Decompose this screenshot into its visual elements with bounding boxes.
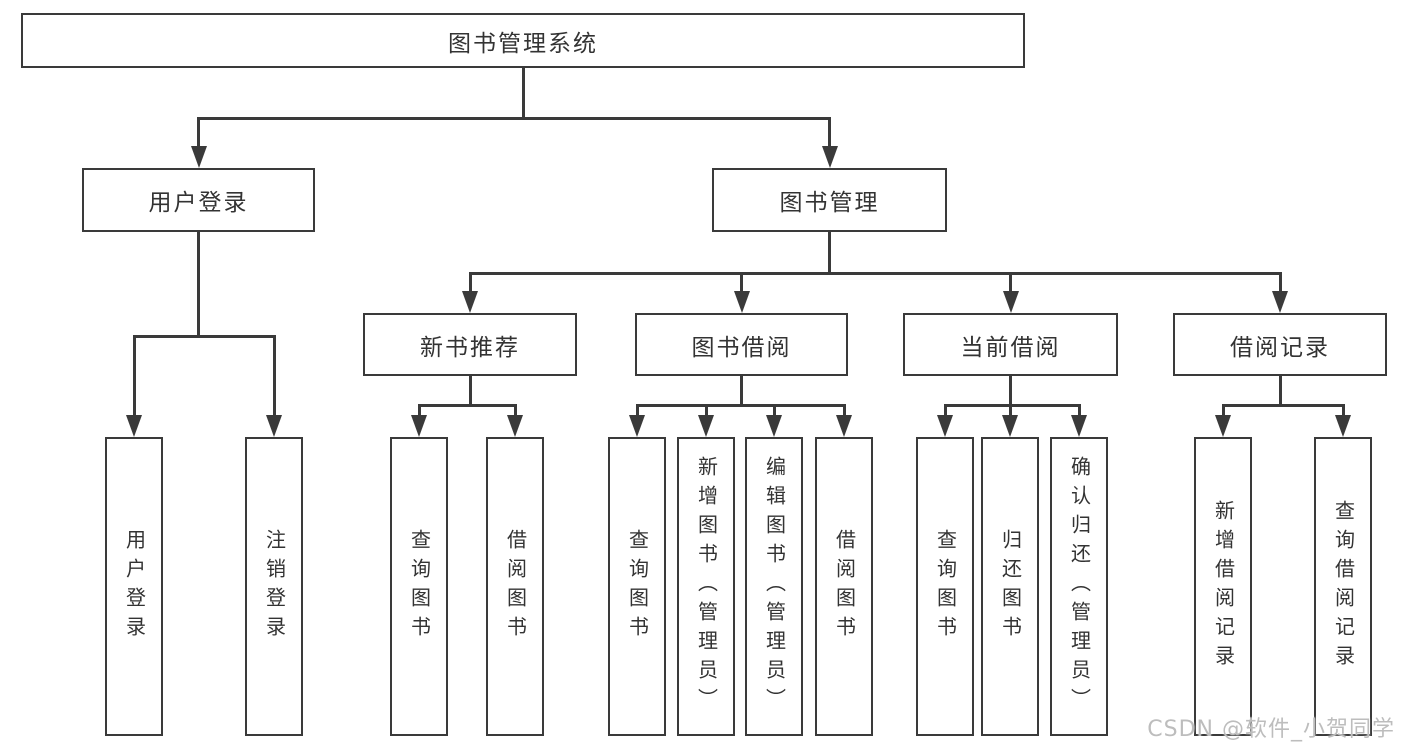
connector-line: [468, 374, 472, 406]
connector-line: [1341, 404, 1345, 420]
arrow-down-icon: [1335, 415, 1351, 437]
leaf-query-books-current: 查询图书: [916, 437, 974, 736]
arrow-down-icon: [698, 415, 714, 437]
leaf-add-borrow-record: 新增借阅记录: [1194, 437, 1252, 736]
node-current-borrow: 当前借阅: [903, 313, 1118, 376]
node-label: 查询图书: [933, 528, 958, 645]
connector-line: [1008, 404, 1012, 420]
node-label: 新增图书（管理员）: [694, 456, 719, 717]
arrow-down-icon: [1215, 415, 1231, 437]
node-label: 查询图书: [625, 528, 650, 645]
node-label: 借阅图书: [832, 528, 857, 645]
connector-line: [132, 335, 136, 420]
arrow-down-icon: [766, 415, 782, 437]
connector-line: [1278, 272, 1282, 294]
connector-line: [1278, 374, 1282, 406]
connector-line: [828, 231, 831, 275]
node-label: 查询图书: [407, 528, 432, 645]
arrow-down-icon: [821, 146, 838, 168]
connector-line: [704, 404, 708, 420]
leaf-edit-book-admin: 编辑图书（管理员）: [745, 437, 803, 736]
connector-line: [1077, 404, 1081, 420]
leaf-query-books-borrow: 查询图书: [608, 437, 666, 736]
node-library-system: 图书管理系统: [21, 13, 1025, 68]
connector-line: [468, 272, 472, 294]
leaf-add-book-admin: 新增图书（管理员）: [677, 437, 735, 736]
arrow-down-icon: [507, 415, 523, 437]
connector-line: [1009, 272, 1012, 294]
connector-line: [272, 335, 276, 420]
node-label: 新书推荐: [420, 334, 520, 361]
node-book-borrow: 图书借阅: [635, 313, 848, 376]
arrow-down-icon: [1071, 415, 1087, 437]
node-borrow-records: 借阅记录: [1173, 313, 1387, 376]
arrow-down-icon: [411, 415, 427, 437]
connector-line: [468, 272, 1282, 275]
arrow-down-icon: [733, 291, 750, 313]
node-label: 用户登录: [148, 190, 249, 216]
arrow-down-icon: [1002, 291, 1019, 313]
leaf-query-books-recommend: 查询图书: [390, 437, 448, 736]
connector-line: [828, 117, 831, 152]
arrow-down-icon: [629, 415, 645, 437]
connector-line: [197, 117, 200, 152]
node-label: 图书借阅: [691, 334, 792, 361]
node-label: 用户登录: [122, 528, 147, 645]
connector-line: [1221, 404, 1225, 420]
node-label: 当前借阅: [960, 334, 1061, 361]
arrow-down-icon: [126, 415, 142, 437]
connector-line: [1009, 374, 1012, 406]
connector-line: [943, 404, 1081, 407]
node-label: 查询借阅记录: [1331, 499, 1356, 674]
leaf-borrow-books-recommend: 借阅图书: [486, 437, 544, 736]
connector-line: [635, 404, 639, 420]
leaf-user-login: 用户登录: [105, 437, 163, 736]
leaf-logout: 注销登录: [245, 437, 303, 736]
arrow-down-icon: [266, 415, 282, 437]
connector-line: [635, 404, 846, 407]
connector-line: [197, 231, 200, 337]
arrow-down-icon: [937, 415, 953, 437]
node-user-login: 用户登录: [82, 168, 315, 232]
connector-line: [1221, 404, 1345, 407]
arrow-down-icon: [190, 146, 207, 168]
connector-line: [132, 335, 276, 338]
node-label: 新增借阅记录: [1211, 499, 1236, 674]
node-label: 确认归还（管理员）: [1067, 456, 1092, 717]
node-label: 图书管理: [779, 190, 880, 216]
csdn-watermark: CSDN @软件_小贺同学: [1147, 717, 1395, 742]
node-label: 借阅图书: [503, 528, 528, 645]
arrow-down-icon: [1272, 291, 1288, 313]
connector-line: [842, 404, 846, 420]
connector-line: [772, 404, 776, 420]
arrow-down-icon: [462, 291, 478, 313]
node-label: 注销登录: [262, 528, 287, 645]
arrow-down-icon: [836, 415, 852, 437]
connector-line: [417, 404, 517, 407]
leaf-return-book: 归还图书: [981, 437, 1039, 736]
connector-line: [943, 404, 947, 420]
node-new-book-recommend: 新书推荐: [363, 313, 577, 376]
connector-line: [521, 66, 525, 119]
connector-line: [740, 374, 743, 406]
leaf-borrow-books: 借阅图书: [815, 437, 873, 736]
connector-line: [417, 404, 421, 420]
connector-line: [740, 272, 743, 294]
node-label: 借阅记录: [1230, 334, 1330, 361]
connector-line: [197, 117, 831, 120]
node-label: 归还图书: [998, 528, 1023, 645]
leaf-confirm-return-admin: 确认归还（管理员）: [1050, 437, 1108, 736]
node-book-management: 图书管理: [712, 168, 947, 232]
node-label: 编辑图书（管理员）: [762, 456, 787, 717]
connector-line: [513, 404, 517, 420]
node-label: 图书管理系统: [448, 30, 598, 57]
leaf-query-borrow-record: 查询借阅记录: [1314, 437, 1372, 736]
arrow-down-icon: [1002, 415, 1018, 437]
